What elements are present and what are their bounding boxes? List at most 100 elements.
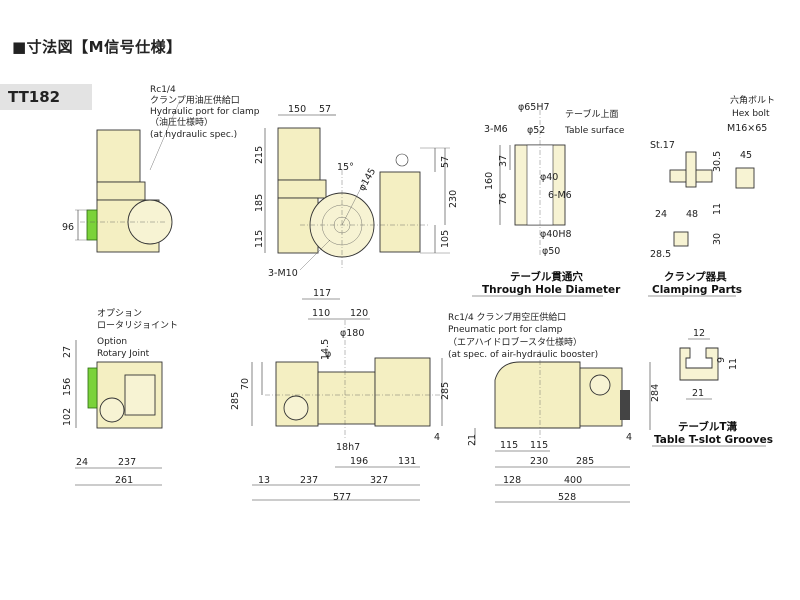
through-hole-caption-en: Through Hole Diameter [482,284,621,296]
gear-block [124,374,156,416]
dim-528: 528 [558,492,576,503]
hex-bolt-en: Hex bolt [732,109,770,119]
dim-21: 21 [692,388,704,399]
pneumatic-note-4: (at spec. of air-hydraulic booster) [448,350,598,360]
model-label: TT182 [0,84,92,110]
dia-180: φ180 [340,328,364,339]
dim-110: 110 [312,308,330,319]
dim-105: 105 [440,230,451,248]
tslot-caption-jp: テーブルT溝 [678,420,738,433]
dim-196: 196 [350,456,368,467]
dia-40: φ40 [540,172,558,183]
dim-327: 327 [370,475,388,486]
dim-4: 4 [434,432,440,443]
dim-577: 577 [333,492,351,503]
top-left-view: 96 [62,99,181,253]
tailstock-body [379,171,421,253]
tailstock-body [374,357,431,427]
dim-131: 131 [398,456,416,467]
table-top-jp: テーブル上面 [565,108,618,120]
dim-285-left: 285 [230,392,241,410]
dim-11: 11 [712,203,723,215]
dim-185: 185 [254,194,265,212]
dim-9: 9 [716,357,727,363]
motor-base [277,179,327,199]
dim-14-5: 14.5 [320,339,331,360]
dim-160: 160 [484,172,495,190]
dia-145: φ145 [357,166,379,193]
dim-150: 150 [288,104,306,115]
rotary-joint [87,367,98,409]
motor-base [96,181,146,201]
dim-115: 115 [254,230,265,248]
housing-body [494,361,581,429]
dim-24: 24 [655,209,667,220]
dim-30: 30 [712,233,723,245]
dim-117: 117 [313,288,331,299]
option-en-2: Rotary Joint [97,349,150,359]
bottom-left-view: オプション ロータリジョイント Option Rotary Joint 27 1… [62,308,178,486]
dia-50: φ50 [542,246,560,257]
clamp-caption-en: Clamping Parts [652,284,742,296]
angle-15: 15° [337,162,354,173]
tslot-view: 12 9 11 21 テーブルT溝 Table T-slot Grooves [652,328,773,447]
dim-128: 128 [503,475,521,486]
dim-215: 215 [254,146,265,164]
hydraulic-note-3: Hydraulic port for clamp [150,107,260,117]
pneumatic-note-3: （エアハイドロブースタ仕様時） [448,336,582,348]
motor-flange [283,395,309,421]
dim-30-5: 30.5 [712,151,723,172]
dim-115-a: 115 [500,440,518,451]
dim-4: 4 [626,432,632,443]
connector [620,390,630,420]
label-3-m6: 3-M6 [484,124,508,135]
dim-12: 12 [693,328,705,339]
dim-230: 230 [530,456,548,467]
dim-57-top: 57 [319,104,331,115]
dia-52: φ52 [527,125,545,136]
clamp-bolt [685,151,697,188]
lifting-eye [395,153,409,167]
dia-40h8: φ40H8 [540,229,572,240]
dim-96: 96 [62,222,74,233]
hydraulic-note-5: (at hydraulic spec.) [150,130,237,140]
bottom-right-view: Rc1/4 クランプ用空圧供給口 Pneumatic port for clam… [448,311,661,503]
dim-230: 230 [448,190,459,208]
option-en-1: Option [97,337,127,347]
dim-45: 45 [740,150,752,161]
clamp-nut [673,231,689,247]
pneumatic-note-2: Pneumatic port for clamp [448,325,563,335]
dim-18h7: 18h7 [336,442,360,453]
dim-27: 27 [62,346,73,358]
table-circle [99,397,125,423]
dim-237: 237 [300,475,318,486]
through-hole-caption-jp: テーブル貫通穴 [510,270,583,283]
option-jp-1: オプション [97,308,142,319]
dim-24: 24 [76,457,88,468]
port-block [86,209,98,241]
label-6-m6: 6-M6 [548,190,572,201]
dim-120: 120 [350,308,368,319]
table-surface: Table surface [564,126,625,136]
bolt-spec: M16×65 [727,123,767,134]
dim-13: 13 [258,475,270,486]
dim-48: 48 [686,209,698,220]
motor-cap [589,374,611,396]
top-mid-view: 150 57 215 185 115 15° φ145 57 230 105 3… [254,104,459,279]
clamping-parts-view: 六角ボルト Hex bolt M16×65 St.17 45 30.5 24 4… [648,94,775,297]
clamp-caption-jp: クランプ器具 [664,270,727,283]
motor-cover [96,129,141,183]
clamp-block [735,167,755,189]
dim-28-5: 28.5 [650,249,671,260]
dim-285: 285 [576,456,594,467]
hex-bolt-jp: 六角ボルト [730,94,775,106]
dim-76: 76 [498,193,509,205]
pneumatic-note-1: Rc1/4 クランプ用空圧供給口 [448,311,566,323]
hydraulic-note-2: クランプ用油圧供給口 [150,94,240,106]
dim-11: 11 [728,358,739,370]
tslot-profile [679,347,719,381]
motor-cover [277,127,321,181]
dia-65h7: φ65H7 [518,102,550,113]
tslot-caption-en: Table T-slot Grooves [654,434,773,446]
